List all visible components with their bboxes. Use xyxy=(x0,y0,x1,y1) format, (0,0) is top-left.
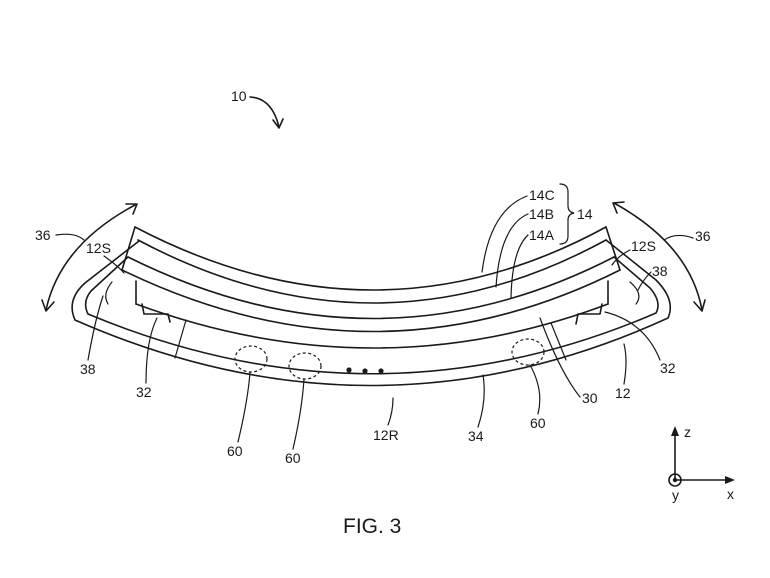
label-30: 30 xyxy=(582,390,598,406)
label-60-c: 60 xyxy=(530,415,546,431)
leader-34 xyxy=(477,374,485,428)
leader-12s-left xyxy=(103,255,125,274)
leader-38-left xyxy=(87,295,104,361)
leader-36-left xyxy=(55,233,85,241)
label-12r: 12R xyxy=(373,427,399,443)
reference-labels: 10 36 36 12S 12S 14C 14B 14A 14 38 38 32… xyxy=(35,88,711,466)
housing-outer-shell xyxy=(71,239,672,387)
arrowhead-left-bottom xyxy=(41,299,55,312)
bezel-right xyxy=(629,281,640,305)
label-14b: 14B xyxy=(529,206,554,222)
leader-12r xyxy=(387,397,394,426)
leader-lines xyxy=(55,183,694,450)
leader-14b xyxy=(495,213,529,288)
bracket-left-shape xyxy=(141,303,171,323)
tray-right-divider xyxy=(550,322,567,361)
leader-12s-right xyxy=(611,249,631,266)
x-axis-arrowhead xyxy=(725,476,735,484)
arrowhead-right-top xyxy=(612,201,625,214)
rotation-arrows xyxy=(41,201,706,312)
figure-caption: FIG. 3 xyxy=(343,515,401,538)
y-axis-dot xyxy=(672,477,678,483)
label-36-right: 36 xyxy=(695,228,711,244)
rotation-arrow-right xyxy=(613,202,703,311)
leader-14a xyxy=(510,234,529,299)
coordinate-axes: z x y xyxy=(668,424,735,503)
leader-32-right xyxy=(604,311,661,361)
component-60-a xyxy=(234,345,268,373)
display-right-cap xyxy=(605,226,621,271)
rotation-arrow-left xyxy=(45,204,136,311)
curved-device xyxy=(71,226,672,387)
label-60-a: 60 xyxy=(227,443,243,459)
brace-14 xyxy=(559,183,575,245)
label-38-left: 38 xyxy=(80,361,96,377)
leader-60-a xyxy=(237,371,251,443)
label-10: 10 xyxy=(231,88,247,104)
component-60-b xyxy=(288,352,322,380)
display-layer-14c-line xyxy=(137,239,607,304)
arrowhead-left-top xyxy=(125,203,138,215)
display-layer-outer xyxy=(134,226,607,291)
ellipsis-dot xyxy=(346,367,352,373)
label-60-b: 60 xyxy=(285,450,301,466)
arrowhead-10 xyxy=(272,118,284,129)
label-32-left: 32 xyxy=(136,384,152,400)
label-14: 14 xyxy=(577,206,593,222)
label-38-right: 38 xyxy=(652,263,668,279)
leader-60-b xyxy=(292,378,305,450)
label-12: 12 xyxy=(615,385,631,401)
leader-14c xyxy=(481,195,528,273)
label-12s-left: 12S xyxy=(86,240,111,256)
ellipsis-dot xyxy=(378,368,384,374)
leader-60-c xyxy=(529,364,541,415)
display-layer-14b-line xyxy=(127,256,615,320)
reference-arrow-10 xyxy=(249,96,284,129)
component-60-c xyxy=(511,338,545,366)
label-14a: 14A xyxy=(529,227,555,243)
label-34: 34 xyxy=(468,428,484,444)
axis-label-x: x xyxy=(727,486,734,502)
housing-inner-wall xyxy=(84,256,659,375)
display-layer-14a-line xyxy=(121,269,621,333)
leader-38-right xyxy=(637,271,652,291)
leader-36-right xyxy=(663,234,694,241)
label-12s-right: 12S xyxy=(631,238,656,254)
y-axis-circle xyxy=(668,473,682,487)
arrowhead-right-bottom xyxy=(693,299,706,312)
bracket-right-shape xyxy=(575,303,603,325)
leader-12 xyxy=(623,343,627,385)
leader-10 xyxy=(249,96,280,128)
label-36-left: 36 xyxy=(35,227,51,243)
label-32-right: 32 xyxy=(660,360,676,376)
tray-left-divider xyxy=(174,319,187,359)
leader-30 xyxy=(539,317,581,398)
z-axis-arrowhead xyxy=(671,426,679,436)
label-14c: 14C xyxy=(529,187,555,203)
cover-line xyxy=(135,303,609,349)
bezel-left xyxy=(105,281,113,305)
axis-label-z: z xyxy=(684,424,691,440)
axis-label-y: y xyxy=(672,487,679,503)
leader-32-left xyxy=(145,317,158,384)
ellipsis-dot xyxy=(362,368,368,374)
